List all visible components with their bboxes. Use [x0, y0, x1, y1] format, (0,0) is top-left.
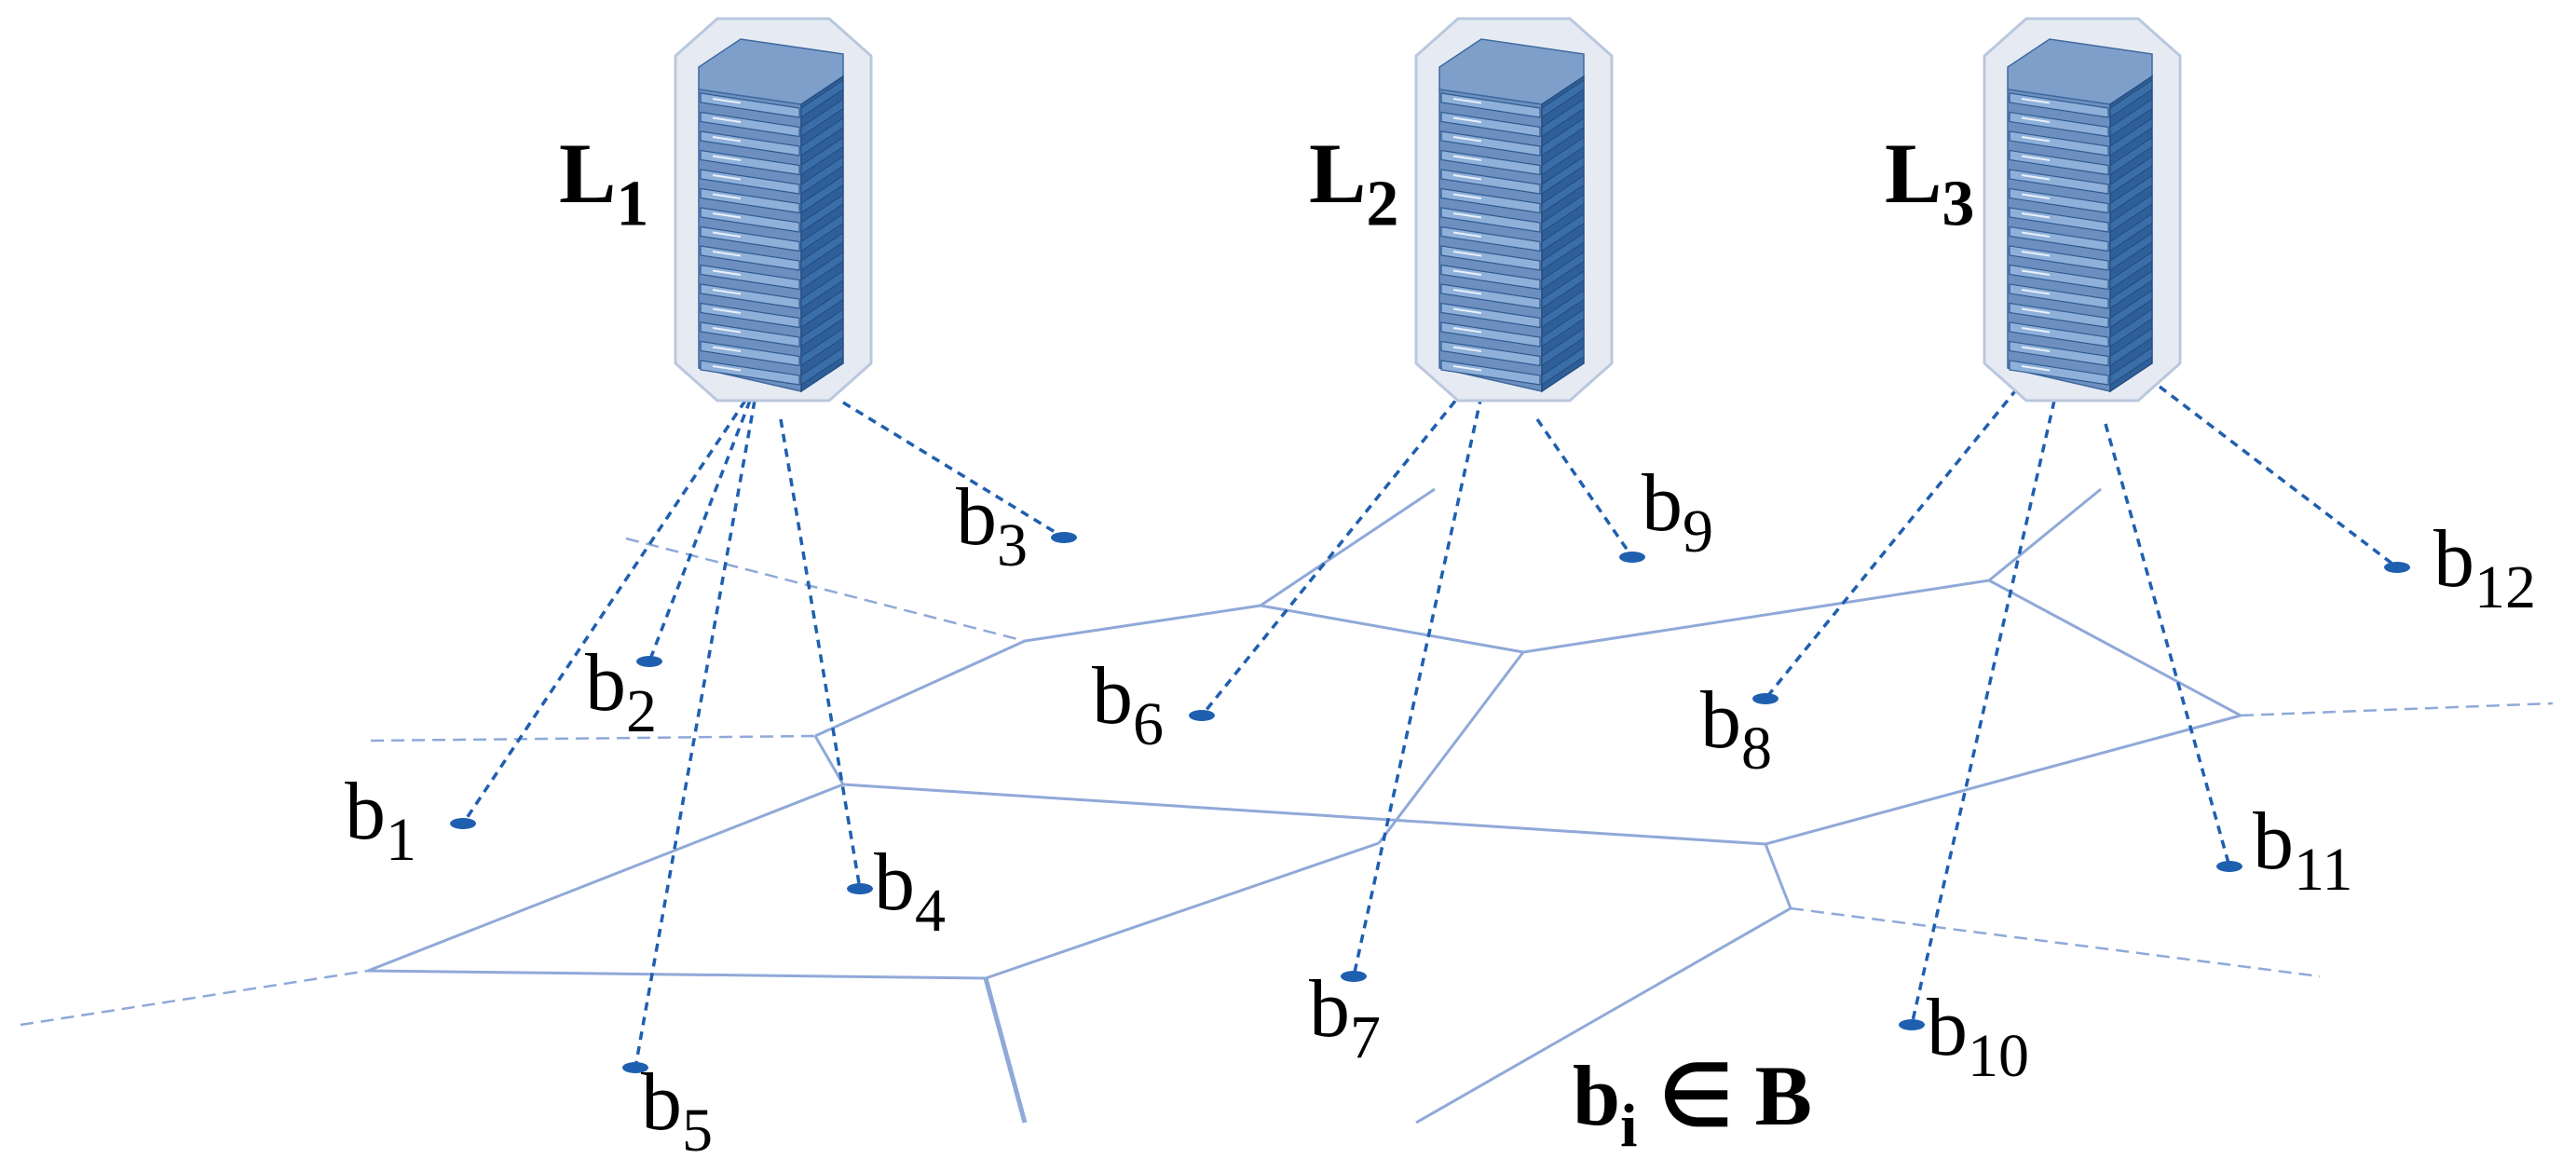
mesh-edge [367, 969, 987, 980]
mesh-edge-dashed [20, 969, 369, 1027]
mesh-edge [1988, 579, 2242, 717]
server-label-l2: L2 [1309, 126, 1399, 240]
link-l3-b12 [2158, 385, 2399, 569]
mesh-edge [367, 783, 844, 973]
device-label-b4: b4 [874, 838, 946, 946]
server-links [461, 375, 2399, 1069]
voronoi-mesh [20, 487, 2554, 1124]
device-dot-icon [1051, 532, 1077, 543]
mesh-edge-dashed [625, 537, 1026, 643]
device-label-b10: b10 [1927, 983, 2029, 1091]
device-dot-icon [847, 883, 873, 894]
mesh-edge [983, 977, 1028, 1124]
server-rack-icon [1983, 17, 2182, 402]
device-label-b9: b9 [1642, 458, 1713, 566]
device-label-b1: b1 [345, 767, 416, 875]
mesh-edge [1024, 604, 1261, 643]
device-label-b7: b7 [1309, 964, 1381, 1072]
mesh-edge [1764, 843, 1792, 909]
mesh-edge [1415, 906, 1792, 1124]
mesh-edge [985, 841, 1380, 980]
mesh-edge [814, 639, 1026, 738]
mesh-edge [1377, 651, 1525, 844]
server-rack-icon [1414, 17, 1614, 402]
mesh-edge-dashed [2240, 702, 2554, 717]
device-dot-icon [2384, 562, 2410, 573]
link-l3-b10 [1910, 400, 2056, 1026]
link-l1-b3 [842, 401, 1065, 539]
server-group [674, 17, 2182, 402]
server-label-l3: L3 [1885, 126, 1975, 240]
link-l3-b11 [2104, 423, 2231, 867]
device-dot-icon [1189, 710, 1215, 721]
device-label-b3: b3 [956, 472, 1028, 580]
server-label-l1: L1 [559, 126, 649, 240]
device-label-b12: b12 [2433, 514, 2536, 622]
device-dot-icon [1752, 693, 1779, 704]
mesh-edge [1765, 714, 2242, 846]
mesh-edge-dashed [370, 734, 816, 743]
device-dot-icon [622, 1062, 648, 1073]
link-l2-b6 [1200, 388, 1466, 717]
link-l2-b7 [1352, 395, 1483, 977]
device-group [450, 532, 2410, 1073]
mesh-edge [1988, 487, 2102, 582]
mesh-edge-dashed [1790, 906, 2321, 978]
device-dot-icon [636, 656, 662, 667]
device-label-b5: b5 [641, 1057, 713, 1165]
set-membership-label: bi ∈ B [1573, 1048, 1813, 1161]
link-l1-b1 [461, 400, 747, 824]
device-dot-icon [2216, 861, 2242, 872]
device-label-b6: b6 [1092, 651, 1164, 759]
device-dot-icon [1341, 971, 1367, 982]
device-dot-icon [1899, 1019, 1925, 1030]
mesh-edge [813, 735, 845, 785]
server-rack-icon [674, 17, 873, 402]
link-l1-b2 [647, 400, 752, 662]
mesh-edge [1522, 579, 1990, 654]
link-l3-b8 [1764, 375, 2028, 701]
device-dot-icon [450, 818, 476, 829]
device-label-b8: b8 [1700, 675, 1772, 784]
device-dot-icon [1619, 552, 1645, 563]
link-l1-b4 [779, 418, 862, 890]
device-label-b2: b2 [585, 638, 657, 746]
mesh-edge [842, 783, 1766, 846]
device-label-b11: b11 [2253, 797, 2353, 905]
link-l2-b9 [1535, 418, 1634, 558]
mesh-edge [1260, 604, 1524, 654]
mesh-edge [1260, 487, 1436, 607]
